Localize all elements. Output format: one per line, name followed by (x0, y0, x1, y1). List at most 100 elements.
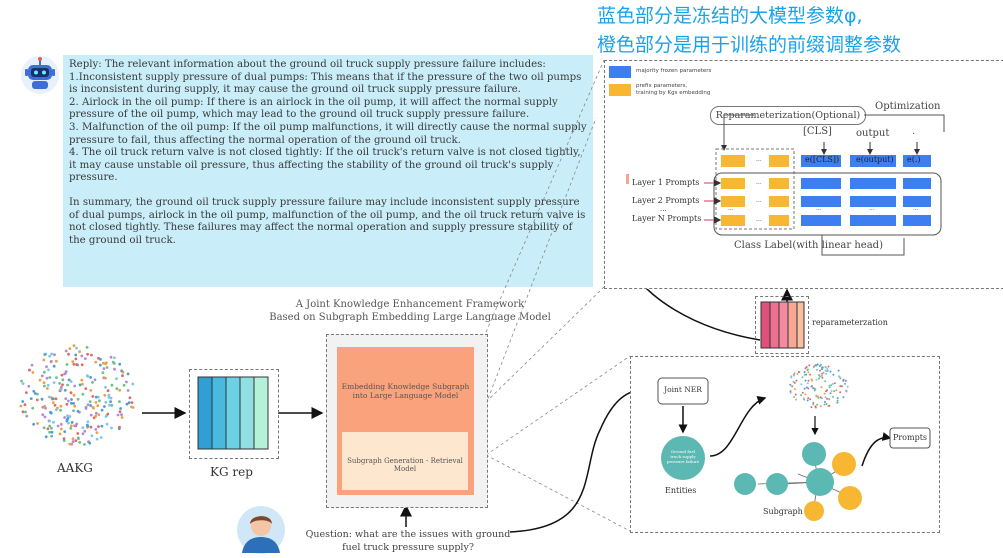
graph-node-dot (80, 354, 84, 358)
graph-node-dot (72, 402, 75, 405)
chinese-caption: 蓝色部分是冻结的大模型参数φ, 橙色部分是用于训练的前缀调整参数 (597, 2, 901, 60)
graph-node-dot (812, 387, 815, 390)
graph-node-dot (118, 362, 122, 366)
graph-node-dot (126, 389, 130, 392)
graph-node-dot (837, 369, 840, 372)
graph-node-dot (807, 387, 810, 390)
graph-node-dot (74, 353, 78, 357)
graph-node-dot (810, 385, 813, 388)
graph-node-dot (801, 376, 804, 379)
graph-node-dot (806, 368, 809, 371)
graph-node-dot (103, 393, 107, 397)
graph-node-dot (63, 416, 66, 419)
graph-node-dot (76, 397, 80, 401)
graph-node-dot (814, 388, 817, 391)
graph-node-dot (56, 424, 60, 428)
legend-blue-swatch (609, 66, 631, 78)
graph-node-dot (823, 403, 826, 406)
graph-node-dot (804, 367, 807, 370)
graph-node-dot (48, 354, 52, 358)
legend-orange-line1: prefix parameters, (636, 83, 688, 89)
graph-node-dot (95, 437, 99, 441)
graph-node-dot (94, 360, 98, 364)
graph-node-dot (70, 421, 74, 424)
aakg-graph (19, 344, 135, 446)
graph-node-dot (63, 372, 66, 376)
graph-node-dot (803, 373, 806, 376)
graph-node-dot (818, 365, 821, 367)
svg-text:···: ··· (869, 207, 875, 214)
graph-node-dot (125, 380, 128, 384)
graph-node-dot (63, 388, 67, 392)
graph-node-dot (819, 369, 821, 372)
reparam-bars (760, 301, 805, 349)
layer2-label: Layer 2 Prompts (632, 196, 700, 205)
graph-node-dot (104, 385, 107, 389)
graph-node-dot (21, 400, 25, 403)
graph-node-dot (825, 403, 828, 405)
graph-node-dot (829, 370, 832, 373)
graph-node-dot (49, 411, 53, 415)
layerN-label: Layer N Prompts (632, 214, 702, 223)
legend-orange-swatch (609, 84, 631, 96)
graph-node-dot (85, 346, 89, 349)
graph-node-dot (91, 381, 94, 384)
graph-node-dot (98, 399, 101, 403)
graph-node-dot (793, 388, 796, 391)
legend-orange-line2: training by Kgs embedding (636, 90, 711, 96)
graph-node-dot (125, 402, 129, 406)
graph-node-dot (71, 437, 75, 441)
graph-node-dot (110, 404, 114, 407)
graph-node-dot (817, 377, 820, 380)
graph-node-dot (130, 405, 133, 409)
graph-node-dot (36, 422, 39, 425)
graph-node-dot (118, 410, 122, 414)
e-dot: e(.) (907, 155, 921, 164)
graph-node-dot (812, 366, 815, 369)
graph-node-dot (821, 366, 824, 369)
graph-node-dot (72, 344, 76, 348)
graph-node-dot (115, 387, 119, 391)
graph-node-dot (30, 363, 34, 367)
graph-node-dot (76, 409, 80, 413)
graph-node-dot (805, 373, 808, 376)
joint-ner-label: Joint NER (664, 385, 702, 394)
chinese-caption-line2: 橙色部分是用于训练的前缀调整参数 (597, 34, 902, 56)
graph-node-dot (20, 379, 23, 383)
graph-node-dot (111, 360, 115, 364)
graph-node-dot (52, 381, 56, 384)
graph-node-dot (819, 396, 822, 399)
graph-node-dot (76, 432, 80, 435)
graph-node-dot (844, 382, 847, 385)
graph-node-dot (59, 388, 63, 391)
graph-node-dot (59, 408, 62, 412)
graph-node-dot (793, 381, 796, 384)
graph-node-dot (820, 386, 823, 389)
graph-node-dot (131, 382, 135, 386)
graph-node-dot (836, 397, 839, 400)
reparam-frame (755, 296, 809, 354)
framework-title: A Joint Knowledge Enhancement Framework … (250, 298, 570, 324)
graph-node-dot (821, 372, 824, 375)
graph-node-dot (113, 356, 116, 360)
reply-item-2: 2. Airlock in the oil pump: If there is … (69, 96, 558, 121)
graph-node-dot (815, 364, 818, 367)
graph-node-dot (793, 374, 795, 377)
graph-node-dot (120, 416, 124, 419)
svg-text:···: ··· (756, 218, 762, 225)
graph-node-dot (789, 391, 792, 394)
graph-node-dot (113, 367, 116, 371)
graph-node-dot (29, 397, 33, 400)
reply-intro: Reply: The relevant information about th… (69, 59, 546, 70)
graph-node-dot (790, 375, 793, 378)
graph-node-dot (810, 378, 813, 381)
graph-node-dot (24, 410, 27, 414)
graph-node-dot (60, 373, 64, 377)
graph-node-dot (116, 413, 120, 417)
aakg-label: AAKG (57, 461, 93, 475)
graph-node-dot (75, 363, 79, 366)
class-label: Class Label(with linear head) (734, 240, 883, 251)
question-text: Question: what are the issues with groun… (293, 528, 523, 554)
graph-node-dot (807, 371, 810, 374)
graph-node-dot (109, 355, 113, 359)
